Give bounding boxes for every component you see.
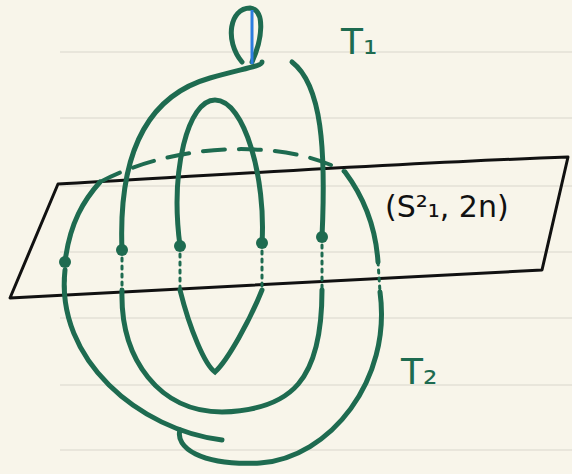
tangle-label: T₁ [338, 22, 380, 62]
ruled-lines [60, 52, 572, 450]
puncture-dots [59, 231, 328, 268]
tangle-label: T₂ [398, 352, 440, 392]
arc-marker [251, 10, 254, 64]
sphere-label: (S²₁, 2n) [382, 190, 512, 223]
plane [10, 157, 568, 298]
strands [64, 8, 381, 463]
